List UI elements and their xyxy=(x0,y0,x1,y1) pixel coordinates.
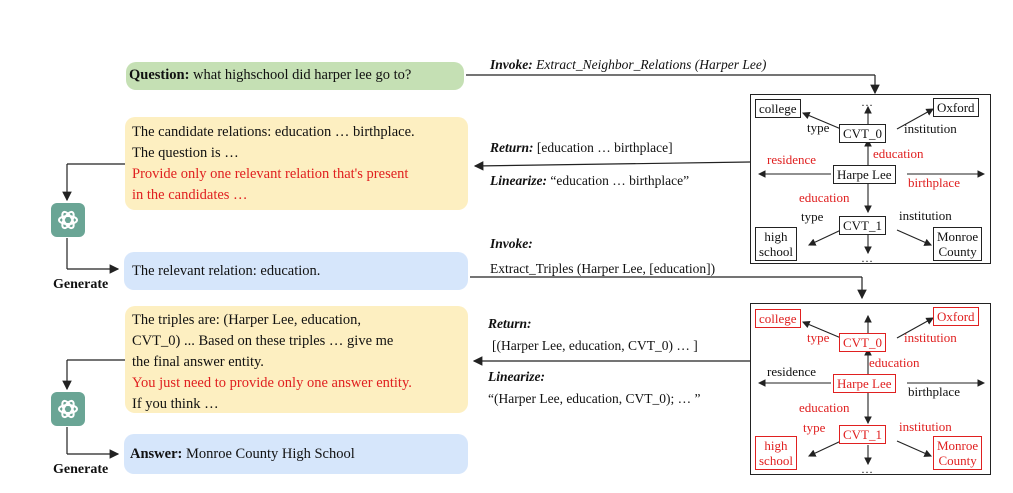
node-high-school: high school xyxy=(755,227,797,261)
linearize-1-label: Linearize: xyxy=(490,173,547,188)
node-monroe-line1: Monroe xyxy=(937,438,979,453)
return-2-label: Return: xyxy=(488,316,532,331)
edge-residence: residence xyxy=(767,364,817,379)
linearize-2-label: Linearize: xyxy=(488,369,545,384)
node-high-line1: high xyxy=(764,438,788,453)
prompt-2-box: The triples are: (Harper Lee, education,… xyxy=(125,306,468,413)
answer-box: Answer: Monroe County High School xyxy=(124,434,468,474)
node-high-school: high school xyxy=(755,436,797,470)
node-cvt1: CVT_1 xyxy=(839,216,886,235)
node-monroe-county: Monroe County xyxy=(933,227,983,261)
node-high-line1: high xyxy=(764,229,788,244)
edge-type: type xyxy=(807,330,830,345)
node-monroe-line1: Monroe xyxy=(937,229,979,244)
node-monroe-line2: County xyxy=(938,244,977,259)
generate-label-2: Generate xyxy=(53,462,109,477)
invoke-2: Invoke: xyxy=(490,236,533,252)
prompt-1-line-3: Provide only one relevant relation that'… xyxy=(132,166,409,182)
node-cvt0: CVT_0 xyxy=(839,124,886,143)
prompt-2-line-2: CVT_0) ... Based on these triples … give… xyxy=(132,333,394,349)
node-cvt0: CVT_0 xyxy=(839,333,886,352)
edge-institution: institution xyxy=(899,419,952,434)
relevant-relation-box: The relevant relation: education. xyxy=(124,252,468,290)
prompt-1-line-2: The question is … xyxy=(132,145,239,161)
question-text: what highschool did harper lee go to? xyxy=(189,67,412,83)
node-cvt1: CVT_1 xyxy=(839,425,886,444)
edge-type: type xyxy=(801,209,824,224)
prompt-2-line-3: the final answer entity. xyxy=(132,354,264,370)
knowledge-graph-1: college Oxford … type CVT_0 institution … xyxy=(750,94,991,264)
prompt-1-box: The candidate relations: education … bir… xyxy=(125,117,468,210)
answer-label: Answer: xyxy=(130,446,183,462)
prompt-2-line-4: You just need to provide only one answer… xyxy=(132,375,412,391)
question-label: Question: xyxy=(129,67,190,83)
edge-education-top: education xyxy=(873,146,924,161)
invoke-1: Invoke: Extract_Neighbor_Relations (Harp… xyxy=(490,57,766,73)
node-oxford: Oxford xyxy=(933,98,979,117)
chatgpt-icon xyxy=(51,203,85,237)
node-college: college xyxy=(755,99,801,118)
node-monroe-line2: County xyxy=(938,453,977,468)
edge-type: type xyxy=(803,420,826,435)
knowledge-graph-2: college Oxford type CVT_0 institution re… xyxy=(750,303,991,475)
invoke-1-label: Invoke: xyxy=(490,57,533,72)
edge-residence: residence xyxy=(767,152,817,167)
return-2-text: [(Harper Lee, education, CVT_0) … ] xyxy=(492,338,698,353)
invoke-1-call: Extract_Neighbor_Relations (Harper Lee) xyxy=(532,57,767,72)
edge-education-top: education xyxy=(869,355,920,370)
ellipsis-bottom: … xyxy=(861,462,873,476)
linearize-1-text: “education … birthplace” xyxy=(547,173,690,188)
edge-education-bottom: education xyxy=(799,400,850,415)
node-high-line2: school xyxy=(759,244,793,259)
edge-institution: institution xyxy=(904,121,957,136)
invoke-2-label: Invoke: xyxy=(490,236,533,251)
return-1-label: Return: xyxy=(490,140,534,155)
prompt-1-line-1: The candidate relations: education … bir… xyxy=(132,124,415,140)
answer-text: Monroe County High School xyxy=(182,446,355,462)
node-oxford: Oxford xyxy=(933,307,979,326)
edge-education-bottom: education xyxy=(799,190,850,205)
return-2: Return: xyxy=(488,316,532,332)
invoke-2-call: Extract_Triples (Harper Lee, [education]… xyxy=(490,261,716,276)
ellipsis-bottom: … xyxy=(861,251,873,265)
generate-label-1: Generate xyxy=(53,277,109,292)
node-college: college xyxy=(755,309,801,328)
return-1: Return: [education … birthplace] xyxy=(490,140,673,156)
linearize-2: Linearize: xyxy=(488,369,545,385)
node-harpe-lee: Harpe Lee xyxy=(833,374,896,393)
relevant-relation-text: The relevant relation: education. xyxy=(132,263,321,279)
edge-type: type xyxy=(807,120,830,135)
node-high-line2: school xyxy=(759,453,793,468)
prompt-2-line-5: If you think … xyxy=(132,396,219,412)
ellipsis-top: … xyxy=(861,95,873,109)
edge-birthplace: birthplace xyxy=(908,384,960,399)
linearize-1: Linearize: “education … birthplace” xyxy=(490,173,689,189)
edge-institution: institution xyxy=(904,330,957,345)
linearize-2-text: “(Harper Lee, education, CVT_0); … ” xyxy=(488,391,701,406)
chatgpt-icon xyxy=(51,392,85,426)
prompt-2-line-1: The triples are: (Harper Lee, education, xyxy=(132,312,362,328)
node-harpe-lee: Harpe Lee xyxy=(833,165,896,184)
prompt-1-line-4: in the candidates … xyxy=(132,187,248,203)
question-box: Question: what highschool did harper lee… xyxy=(126,62,464,90)
return-1-text: [education … birthplace] xyxy=(533,140,673,155)
node-monroe-county: Monroe County xyxy=(933,436,983,470)
edge-birthplace: birthplace xyxy=(908,175,960,190)
edge-institution: institution xyxy=(899,208,952,223)
